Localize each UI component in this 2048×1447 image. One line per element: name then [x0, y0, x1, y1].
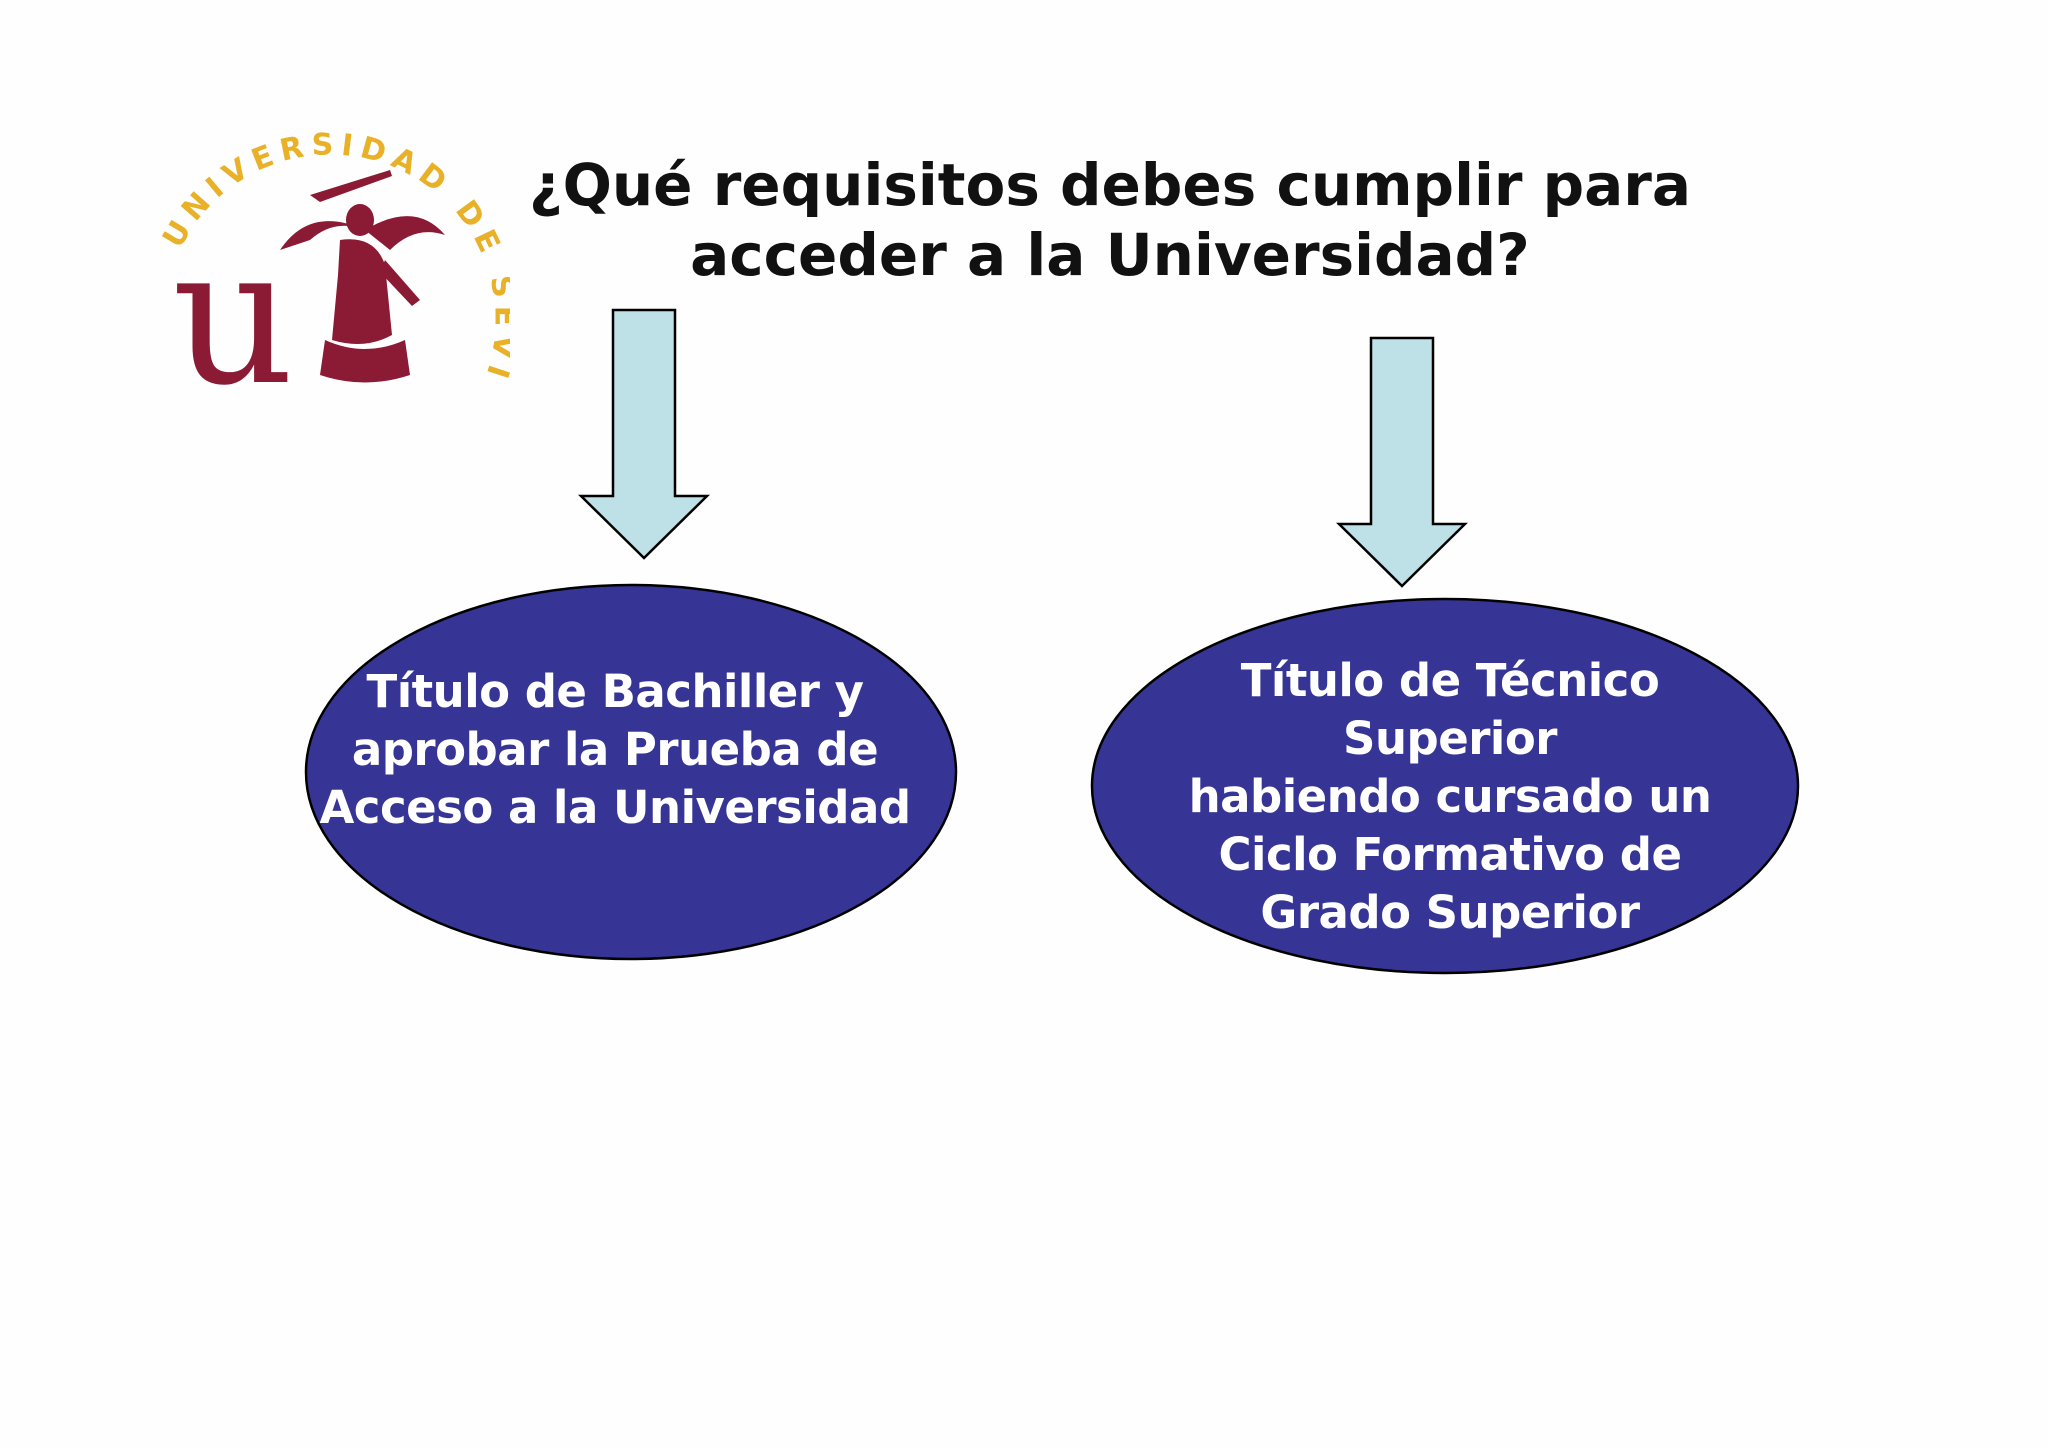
logo-figure — [280, 170, 445, 383]
right-option-line-3: habiendo cursado un — [1188, 770, 1712, 823]
right-option-line-1: Título de Técnico — [1240, 654, 1660, 707]
page-title: ¿Qué requisitos debes cumplir para acced… — [520, 150, 1700, 290]
left-option-oval — [304, 583, 958, 961]
right-option-oval — [1090, 597, 1800, 975]
title-line-2: acceder a la Universidad? — [690, 221, 1530, 289]
left-option-line-1: Título de Bachiller y — [366, 665, 864, 718]
title-line-1: ¿Qué requisitos debes cumplir para — [528, 151, 1692, 219]
left-option-line-2: aprobar la Prueba de — [351, 723, 879, 776]
down-arrow-left — [578, 308, 710, 560]
arrow-shape — [1336, 336, 1468, 588]
right-option-line-2: Superior — [1343, 712, 1557, 765]
down-arrow-right — [1336, 336, 1468, 588]
right-option-line-4: Ciclo Formativo de — [1218, 828, 1683, 881]
left-option-text: Título de Bachiller y aprobar la Prueba … — [303, 663, 927, 837]
university-logo: UNIVERSIDAD DE SEVILLA u — [160, 100, 510, 420]
left-option-line-3: Acceso a la Universidad — [319, 781, 911, 834]
right-option-line-5: Grado Superior — [1260, 886, 1640, 939]
logo-letter: u — [172, 206, 294, 420]
arrow-shape — [578, 308, 710, 560]
right-option-text: Título de Técnico Superior habiendo curs… — [1150, 652, 1750, 942]
